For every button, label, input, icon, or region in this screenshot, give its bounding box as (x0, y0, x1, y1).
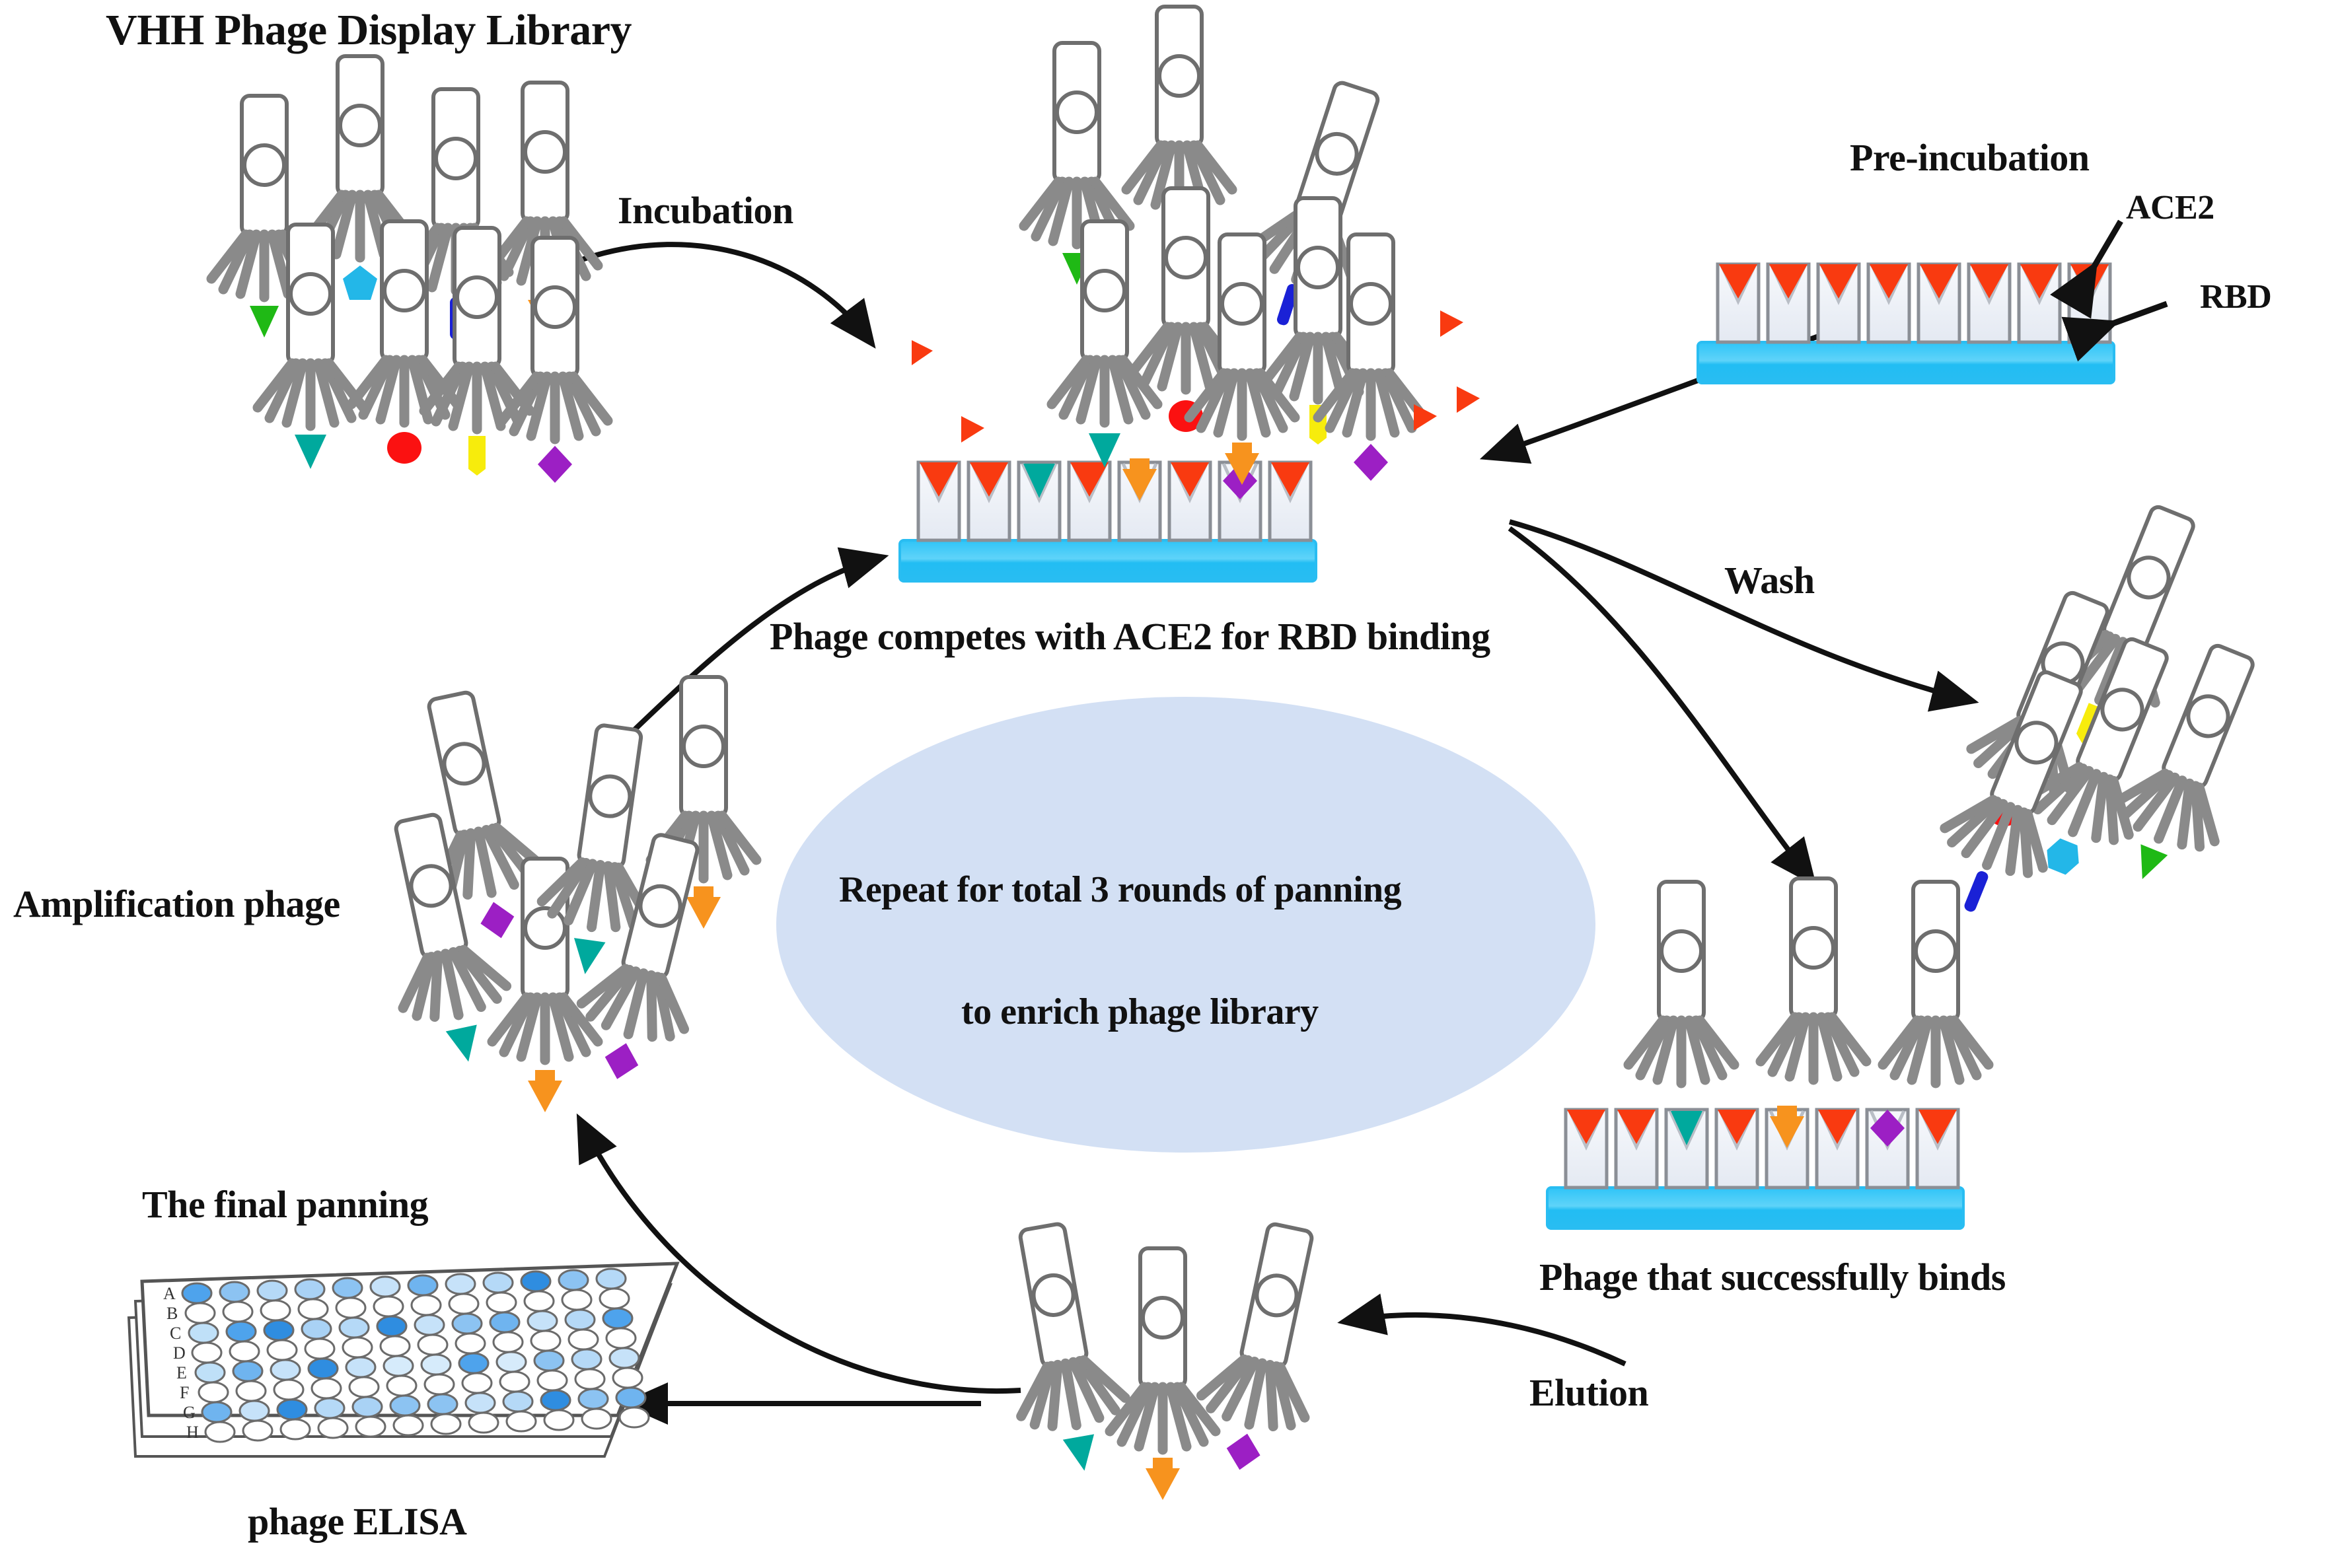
plate-base (898, 539, 1317, 583)
label-wash: Wash (1724, 559, 1815, 602)
caption-competition: Phage competes with ACE2 for RBD binding (770, 615, 1490, 658)
plate-pre-incubation (1697, 219, 2168, 384)
arrow-elution (1337, 1293, 1626, 1367)
cluster-bound (1628, 878, 1989, 1083)
arrow-amplification (576, 1113, 1021, 1394)
well-row (1718, 264, 2110, 342)
svg-text:A: A (163, 1284, 176, 1303)
leader-rbd (2061, 301, 2168, 362)
elisa-row-A (181, 1267, 627, 1304)
plate-base (1697, 341, 2115, 384)
elisa-row-H (204, 1406, 650, 1443)
plate-base (1546, 1186, 1965, 1230)
arrow-back-to-plate (629, 547, 889, 735)
elisa-row-C (188, 1307, 634, 1344)
label-pre-incubation: Pre-incubation (1850, 136, 2090, 179)
cluster-incubating (1024, 7, 1424, 485)
cluster-library (211, 56, 608, 483)
elisa-row-E (194, 1347, 640, 1384)
plate-competition (898, 458, 1317, 583)
cluster-amplified (365, 677, 756, 1112)
cluster-eluted (990, 1217, 1343, 1500)
label-final-panning: The final panning (142, 1183, 429, 1226)
arrow-wash-lower (1508, 526, 1817, 887)
elisa-plate: A B C D E F G H (127, 1262, 680, 1458)
elisa-row-B (184, 1287, 630, 1324)
svg-text:H: H (186, 1423, 199, 1442)
ellipse-text-line2: to enrich phage library (961, 991, 1319, 1032)
well-row (1566, 1106, 1958, 1188)
cluster-washed-away (1919, 493, 2283, 913)
label-elution: Elution (1529, 1371, 1649, 1414)
well-row (918, 458, 1311, 540)
svg-text:F: F (180, 1383, 189, 1402)
label-successful-binding: Phage that successfully binds (1539, 1256, 2006, 1299)
plate-bound (1546, 1106, 1965, 1230)
leader-ace2 (2050, 219, 2123, 319)
label-phage-elisa: phage ELISA (248, 1500, 467, 1543)
ellipse-text-line1: Repeat for total 3 rounds of panning (839, 869, 1402, 910)
label-amplification-phage: Amplification phage (13, 882, 340, 925)
well-grid (181, 1267, 650, 1443)
svg-text:G: G (183, 1403, 196, 1422)
svg-text:C: C (170, 1324, 181, 1343)
page-title-library: VHH Phage Display Library (106, 6, 632, 54)
free-rbd-antigens (912, 310, 1480, 443)
svg-text:D: D (173, 1343, 186, 1363)
label-incubation: Incubation (618, 189, 793, 232)
elisa-row-labels: A B C D E F G H (163, 1284, 199, 1442)
arrow-incubation (577, 242, 876, 349)
label-ace2: ACE2 (2126, 189, 2214, 227)
arrow-wash-upper (1508, 519, 1979, 712)
elisa-row-G (201, 1386, 647, 1423)
svg-text:B: B (166, 1304, 178, 1323)
svg-text:E: E (176, 1363, 187, 1382)
repeat-callout-ellipse (776, 697, 1595, 1153)
label-rbd: RBD (2200, 278, 2272, 316)
